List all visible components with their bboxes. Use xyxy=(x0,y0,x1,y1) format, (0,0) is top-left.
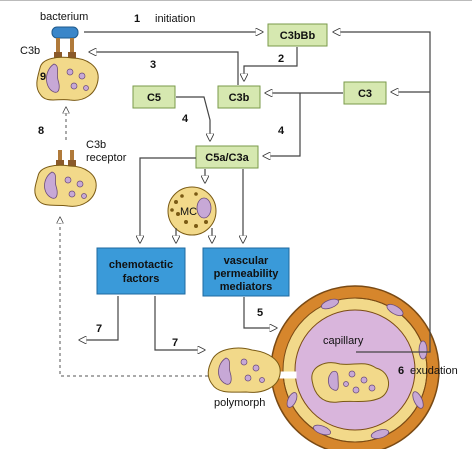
phagocyte-top xyxy=(36,56,99,101)
arrow-c3-to-c5a xyxy=(264,93,301,156)
step-2: 2 xyxy=(278,53,284,65)
bacterium-label: bacterium xyxy=(40,11,88,23)
dashed-arrow-polymorph-to-receptor-cell xyxy=(60,218,208,377)
step-7-left: 7 xyxy=(96,323,102,335)
c3b-opsonin-label: C3b xyxy=(20,45,40,57)
arrow-c3b-to-cell xyxy=(90,52,239,85)
step-8: 8 xyxy=(38,125,44,137)
bacterium xyxy=(51,26,79,39)
c3b-receptor-bound-stalks xyxy=(54,38,76,59)
svg-text:C3bBb: C3bBb xyxy=(280,30,316,42)
arrow-chemotactic-to-polymorph xyxy=(154,296,204,350)
svg-text:C3b: C3b xyxy=(229,92,250,104)
arrow-vascular-to-capillary xyxy=(243,297,276,328)
pathway-arrows xyxy=(80,32,431,353)
mast-cell xyxy=(167,186,217,236)
step-7-right: 7 xyxy=(172,337,178,349)
polymorph-in-capillary xyxy=(311,362,389,403)
box-chemotactic-factors: chemotactic factors xyxy=(96,247,186,295)
initiation-label: initiation xyxy=(155,13,195,25)
box-c5a-c3a: C5a/C3a xyxy=(195,145,259,169)
box-c3bbb: C3bBb xyxy=(267,23,328,47)
c3b-receptor-label-line1: C3b xyxy=(86,139,106,151)
svg-text:C3: C3 xyxy=(358,88,372,100)
dashed-arrows xyxy=(60,108,208,377)
arrow-chemotactic-left xyxy=(80,296,119,340)
step-4-c5: 4 xyxy=(182,113,189,125)
arrow-exudation-to-c3bbb xyxy=(334,32,431,353)
polymorph-cell xyxy=(207,347,281,393)
step-6: 6 xyxy=(398,365,404,377)
svg-text:factors: factors xyxy=(123,273,160,285)
svg-text:C5: C5 xyxy=(147,92,161,104)
arrow-c5-to-c5a xyxy=(176,96,210,140)
svg-text:vascular: vascular xyxy=(224,255,269,267)
c3b-receptor-label-line2: receptor xyxy=(86,152,127,164)
mast-cell-label: MC xyxy=(180,206,197,218)
exudation-label: exudation xyxy=(410,365,458,377)
step-9: 9 xyxy=(40,71,46,83)
step-5: 5 xyxy=(257,307,263,319)
c3b-receptor-stalks xyxy=(56,150,76,166)
phagocyte-middle xyxy=(34,164,97,207)
step-3: 3 xyxy=(150,59,156,71)
svg-text:permeability: permeability xyxy=(214,268,280,280)
step-1: 1 xyxy=(134,13,140,25)
box-c5: C5 xyxy=(132,85,176,109)
svg-text:chemotactic: chemotactic xyxy=(109,259,173,271)
polymorph-label: polymorph xyxy=(214,397,265,409)
capillary-label: capillary xyxy=(323,335,364,347)
arrow-c5a-to-chemotactic xyxy=(140,157,196,242)
arrow-c3bbb-to-c3b xyxy=(244,47,298,80)
step-4-c3: 4 xyxy=(278,125,285,137)
box-vascular-permeability-mediators: vascular permeability mediators xyxy=(202,247,290,297)
box-c3b: C3b xyxy=(217,85,261,109)
svg-text:C5a/C3a: C5a/C3a xyxy=(205,152,249,164)
svg-text:mediators: mediators xyxy=(220,281,273,293)
box-c3: C3 xyxy=(343,81,387,105)
